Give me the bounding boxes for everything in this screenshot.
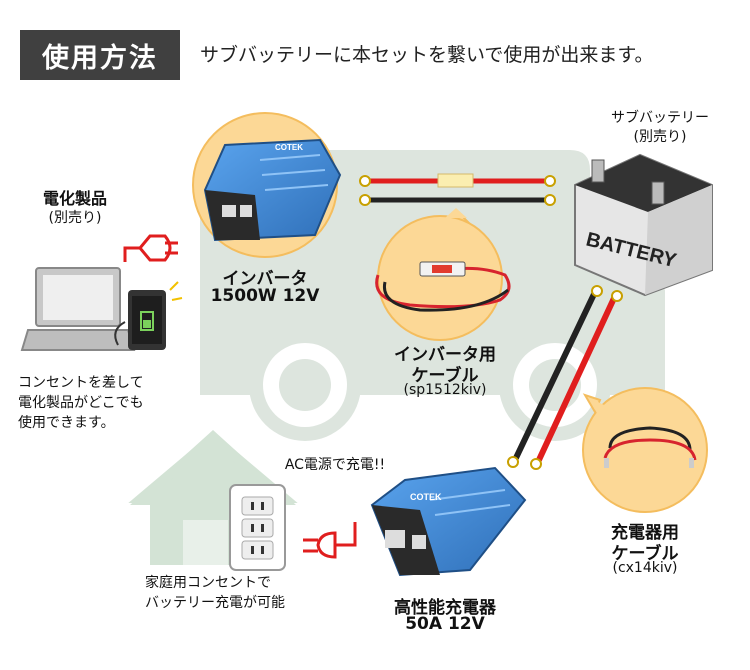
charger-cable-image <box>582 387 708 513</box>
inverter-cable-model: (sp1512kiv) <box>403 382 487 398</box>
charger-cable-model: (cx14kiv) <box>612 560 678 576</box>
house-desc-1: 家庭用コンセントで <box>145 575 271 591</box>
charger-cables <box>507 285 623 470</box>
inverter-cable-name-1: インバータ用 <box>394 345 496 365</box>
plug-icon-house <box>303 522 357 559</box>
battery-note: (別売り) <box>633 129 687 145</box>
plug-icon-devices <box>123 234 178 262</box>
charger-name: 高性能充電器 <box>394 598 496 618</box>
battery-title: サブバッテリー <box>611 110 709 126</box>
inverter-spec: 1500W 12V <box>210 286 320 306</box>
charger-spec: 50A 12V <box>405 614 485 634</box>
charger-cable-name-1: 充電器用 <box>611 523 679 543</box>
devices-note: (別売り) <box>48 210 102 226</box>
house-desc-2: バッテリー充電が可能 <box>145 595 285 611</box>
inverter-cable-name-2: ケーブル <box>411 366 479 386</box>
header-badge: 使用方法 <box>20 30 180 80</box>
devices-desc-2: 電化製品がどこでも <box>18 395 144 411</box>
devices-desc-3: 使用できます。 <box>18 415 115 431</box>
battery-cables <box>359 173 556 206</box>
charger-cable-name-2: ケーブル <box>611 544 679 564</box>
header-description: サブバッテリーに本セットを繋いで使用が出来ます。 <box>200 44 654 66</box>
inverter-cable-image <box>375 208 511 341</box>
laptop-image <box>20 267 136 351</box>
charger-image: COTEK <box>370 466 527 577</box>
inverter-name: インバータ <box>222 269 308 289</box>
battery-image: BATTERY <box>574 153 713 297</box>
wall-outlet <box>229 484 286 571</box>
devices-title: 電化製品 <box>42 189 107 208</box>
smartphone-image <box>114 281 183 350</box>
devices-desc-1: コンセントを差して <box>18 375 144 391</box>
inverter-image: COTEK <box>192 112 342 258</box>
charger-brand: COTEK <box>410 492 442 502</box>
house-ac-note: AC電源で充電!! <box>284 457 386 473</box>
inverter-brand: COTEK <box>275 143 303 152</box>
